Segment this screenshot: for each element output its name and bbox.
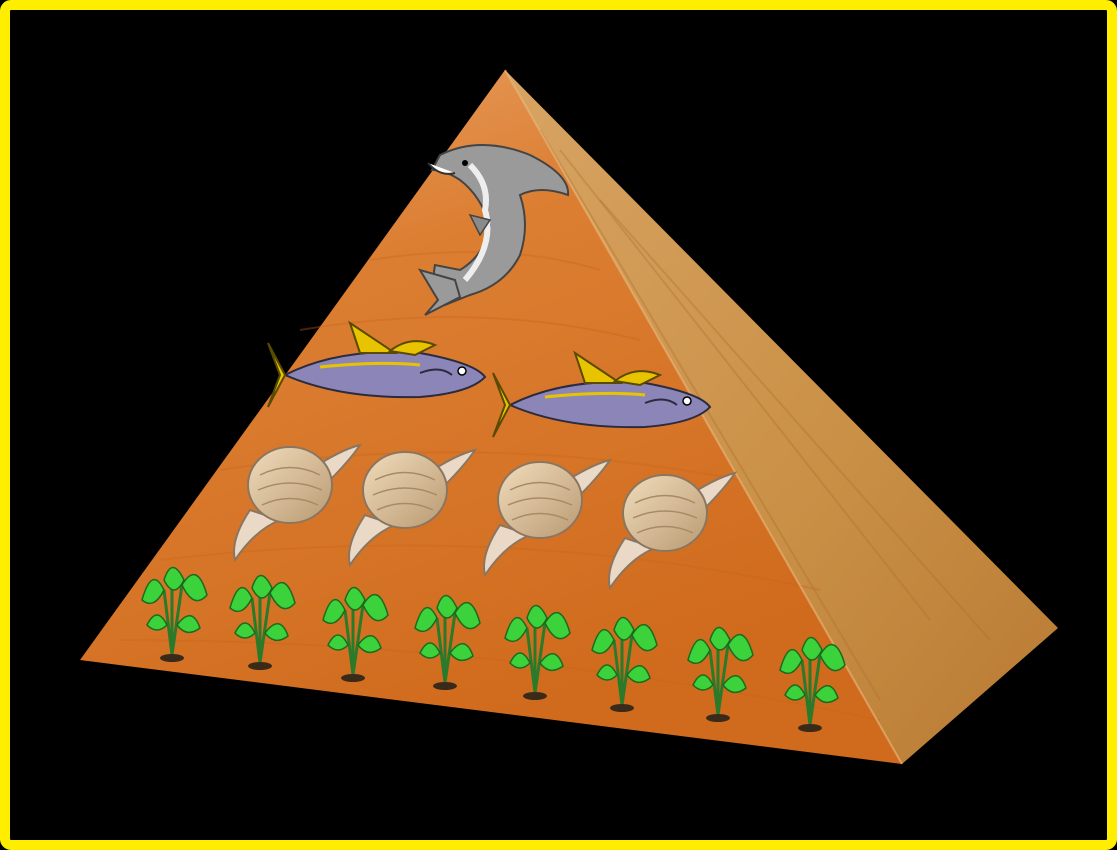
food-pyramid-figure bbox=[0, 0, 1117, 850]
